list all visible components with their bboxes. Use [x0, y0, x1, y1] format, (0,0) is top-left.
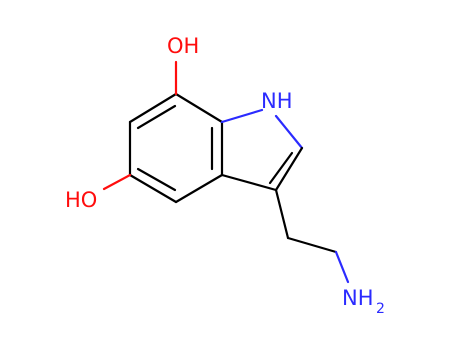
bond-c2-c3	[274, 146, 304, 192]
ring-nh-label: NH	[261, 89, 293, 113]
bond-cb-n	[334, 250, 350, 284]
bond-c7-c7a	[174, 92, 224, 124]
bond-ca-cb	[286, 236, 338, 254]
bond-c4-c5-inner	[136, 167, 177, 192]
bond-c5-o	[102, 173, 132, 191]
bond-c6-c7-inner	[136, 104, 177, 130]
pyrrole-ring	[220, 108, 304, 192]
bond-c7a-n1	[220, 108, 264, 124]
bond-c2-c3-inner	[268, 151, 294, 185]
bond-c3a-c4	[174, 173, 224, 204]
bond-c4-c5	[128, 173, 178, 204]
bond-c3-ca	[274, 188, 290, 240]
amine-label: NH	[342, 286, 374, 310]
amine-subscript: 2	[376, 301, 385, 317]
bond-n1-c2	[274, 114, 304, 150]
bond-c6-c7	[128, 92, 178, 124]
ethylamine-chain	[274, 188, 350, 284]
benzene-ring	[128, 92, 224, 204]
hydroxyl-left-label: HO	[65, 188, 97, 212]
hydroxyl-top-label: OH	[167, 34, 199, 58]
bond-c3-c3a	[220, 173, 278, 192]
